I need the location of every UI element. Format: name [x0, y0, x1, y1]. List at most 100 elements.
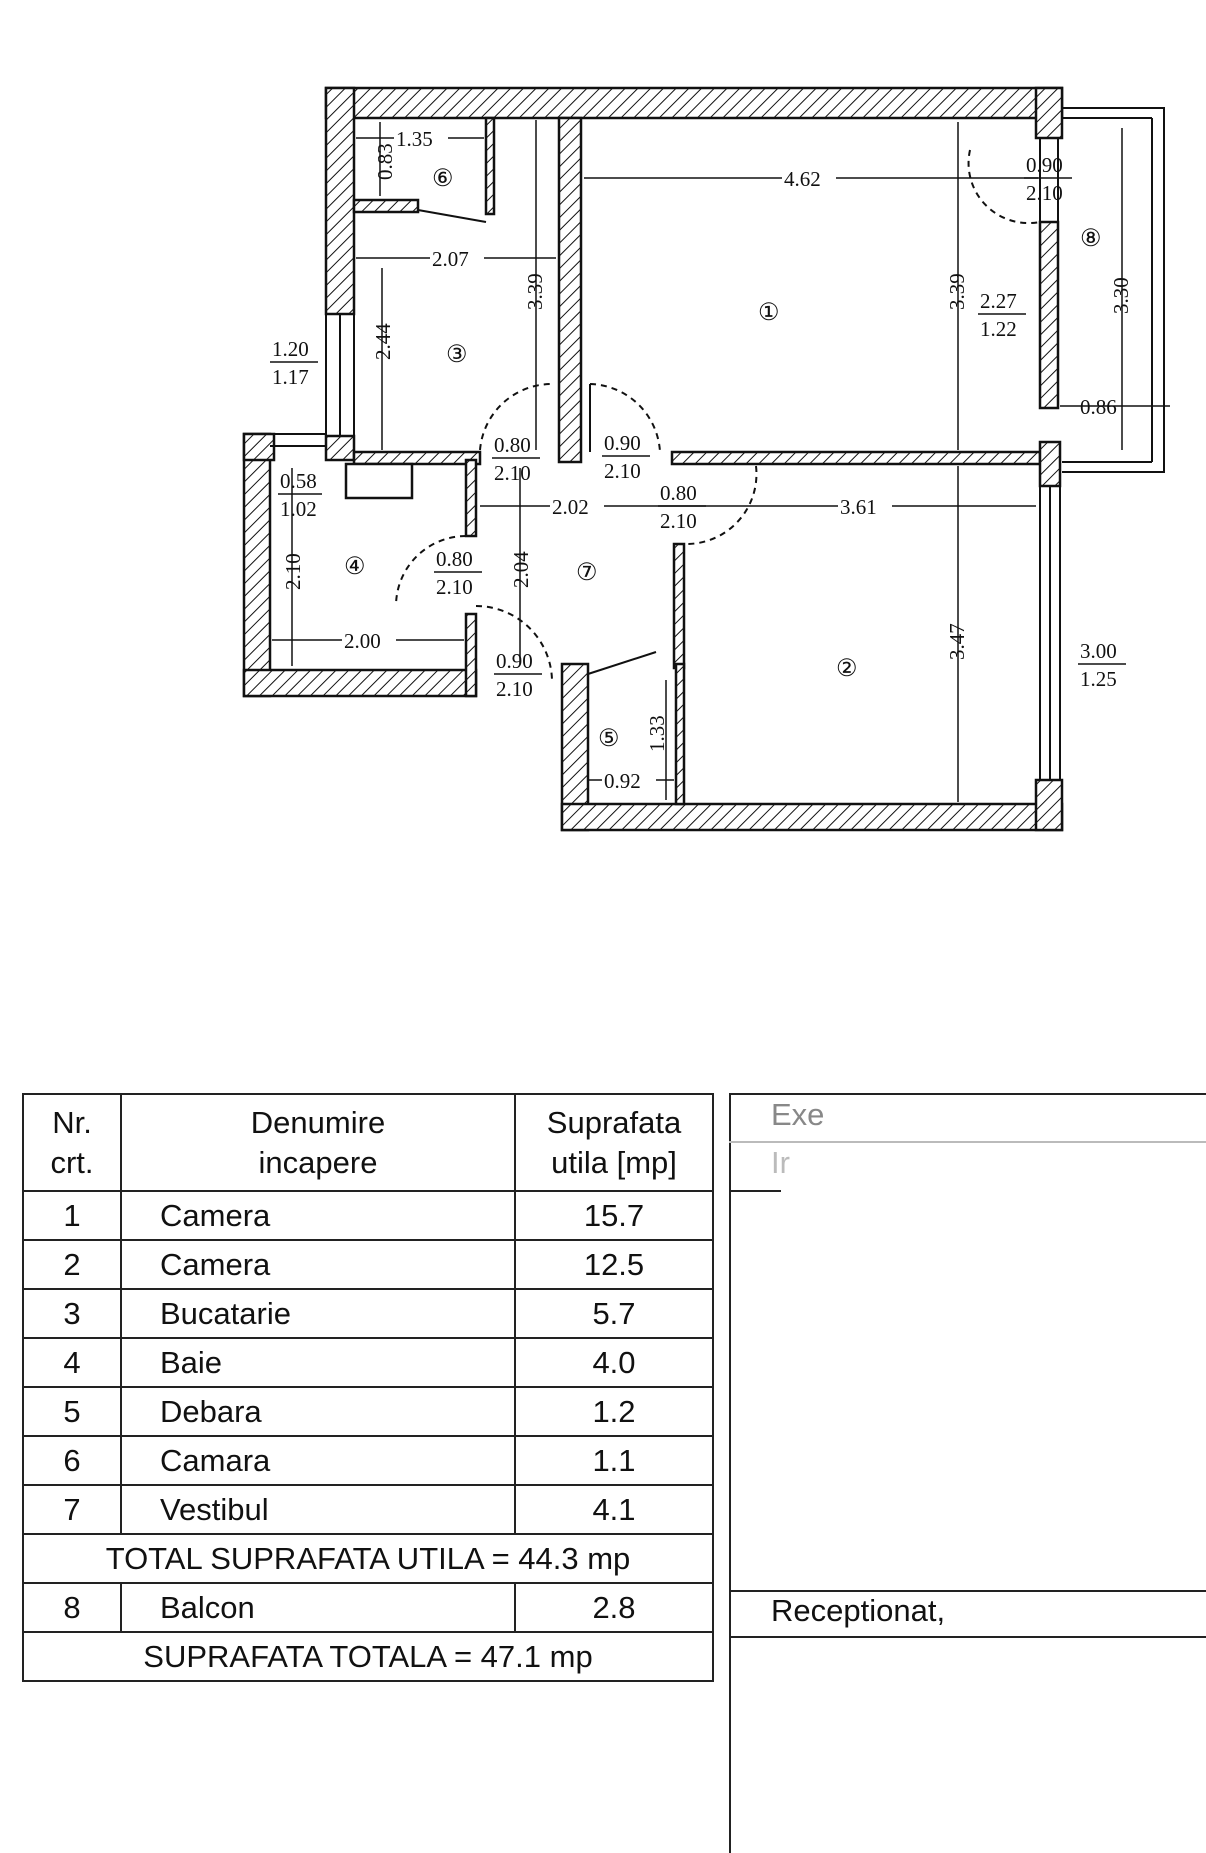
row-nr: 7 — [22, 1484, 122, 1535]
opening-sizes: 0.90 2.10 2.27 1.22 1.20 1.17 0.58 1.02 … — [270, 153, 1126, 701]
received-label: Receptionat, — [771, 1593, 946, 1628]
svg-text:2.10: 2.10 — [660, 509, 697, 533]
dim-3-30: 3.30 — [1109, 277, 1133, 314]
panel-divider-2 — [729, 1190, 781, 1192]
table-row: 4 Baie 4.0 — [22, 1337, 714, 1388]
svg-text:2.10: 2.10 — [436, 575, 473, 599]
room-number-1: ① — [758, 300, 780, 326]
dim-2-07: 2.07 — [432, 247, 469, 271]
room-number-2: ② — [836, 656, 858, 682]
table-header-row: Nr. crt. Denumire incapere Suprafata uti… — [22, 1093, 714, 1192]
dim-3-39-kitchen: 3.39 — [523, 273, 547, 310]
room-number-8: ⑧ — [1080, 226, 1102, 252]
row-name: Vestibul — [120, 1484, 516, 1535]
table-row: 5 Debara 1.2 — [22, 1386, 714, 1437]
row-name: Camara — [120, 1435, 516, 1486]
svg-text:0.58: 0.58 — [280, 469, 317, 493]
dim-2-04: 2.04 — [509, 551, 533, 588]
header-name: Denumire incapere — [120, 1093, 516, 1192]
table-row: 1 Camera 15.7 — [22, 1190, 714, 1241]
header-area: Suprafata utila [mp] — [514, 1093, 714, 1192]
header-nr: Nr. crt. — [22, 1093, 122, 1192]
row-area: 1.1 — [514, 1435, 714, 1486]
svg-text:1.17: 1.17 — [272, 365, 309, 389]
dim-3-47: 3.47 — [945, 623, 969, 660]
fraction-kitchen-window: 1.20 1.17 — [270, 337, 318, 389]
svg-text:2.10: 2.10 — [1026, 181, 1063, 205]
svg-text:2.10: 2.10 — [494, 461, 531, 485]
panel-divider-4 — [729, 1636, 1206, 1638]
row-name: Bucatarie — [120, 1288, 516, 1339]
table-row: 6 Camara 1.1 — [22, 1435, 714, 1486]
table-row: 8 Balcon 2.8 — [22, 1582, 714, 1633]
svg-text:1.25: 1.25 — [1080, 667, 1117, 691]
room-number-5: ⑤ — [598, 726, 620, 752]
doors — [395, 149, 1041, 681]
svg-text:0.80: 0.80 — [494, 433, 531, 457]
row-area: 1.2 — [514, 1386, 714, 1437]
fraction-bath-window: 0.58 1.02 — [278, 469, 322, 521]
fraction-room1-window: 2.27 1.22 — [978, 289, 1026, 341]
floor-plan: 1.35 0.83 2.07 3.39 2.44 4.62 3.39 3.30 … — [242, 86, 1170, 832]
dim-0-83: 0.83 — [373, 143, 397, 180]
svg-text:0.80: 0.80 — [660, 481, 697, 505]
svg-text:3.00: 3.00 — [1080, 639, 1117, 663]
row-nr: 8 — [22, 1582, 122, 1633]
dim-1-35: 1.35 — [396, 127, 433, 151]
room-numbers: ① ② ③ ④ ⑤ ⑥ ⑦ ⑧ — [344, 166, 1102, 752]
row-area: 2.8 — [514, 1582, 714, 1633]
panel-faded-text-1: Exe — [771, 1097, 825, 1132]
svg-text:0.90: 0.90 — [604, 431, 641, 455]
dim-4-62: 4.62 — [784, 167, 821, 191]
row-name: Baie — [120, 1337, 516, 1388]
dimension-labels: 1.35 0.83 2.07 3.39 2.44 4.62 3.39 3.30 … — [281, 126, 1133, 793]
balcony-outline — [1062, 107, 1165, 473]
room-number-4: ④ — [344, 554, 366, 580]
row-name: Camera — [120, 1190, 516, 1241]
svg-text:0.80: 0.80 — [436, 547, 473, 571]
row-nr: 3 — [22, 1288, 122, 1339]
svg-text:1.22: 1.22 — [980, 317, 1017, 341]
room-number-6: ⑥ — [432, 166, 454, 192]
row-area: 5.7 — [514, 1288, 714, 1339]
row-area: 12.5 — [514, 1239, 714, 1290]
fraction-room2-window: 3.00 1.25 — [1078, 639, 1126, 691]
table-row: 7 Vestibul 4.1 — [22, 1484, 714, 1535]
panel-faded-text-2: Ir — [771, 1145, 790, 1180]
row-name: Balcon — [120, 1582, 516, 1633]
area-table-wrapper: Nr. crt. Denumire incapere Suprafata uti… — [22, 1093, 714, 1682]
room-number-7: ⑦ — [576, 560, 598, 586]
row-nr: 6 — [22, 1435, 122, 1486]
row-nr: 4 — [22, 1337, 122, 1388]
dim-2-02: 2.02 — [552, 495, 589, 519]
table-row: 3 Bucatarie 5.7 — [22, 1288, 714, 1339]
svg-text:1.02: 1.02 — [280, 497, 317, 521]
panel-border-top — [729, 1093, 1206, 1095]
panel-divider-3 — [729, 1590, 1206, 1592]
svg-text:2.10: 2.10 — [496, 677, 533, 701]
fraction-balcony-door: 0.90 2.10 — [1024, 153, 1072, 205]
dim-1-33: 1.33 — [645, 715, 669, 752]
row-nr: 2 — [22, 1239, 122, 1290]
row-name: Debara — [120, 1386, 516, 1437]
total-useful-area: TOTAL SUPRAFATA UTILA = 44.3 mp — [22, 1533, 714, 1584]
total-useful-row: TOTAL SUPRAFATA UTILA = 44.3 mp — [22, 1533, 714, 1584]
row-area: 4.1 — [514, 1484, 714, 1535]
svg-text:0.90: 0.90 — [496, 649, 533, 673]
svg-text:2.27: 2.27 — [980, 289, 1017, 313]
panel-border-left — [729, 1093, 731, 1853]
windows — [270, 137, 1061, 780]
row-nr: 1 — [22, 1190, 122, 1241]
area-table: Nr. crt. Denumire incapere Suprafata uti… — [22, 1093, 714, 1682]
room-number-3: ③ — [446, 342, 468, 368]
signature-panel: Exe Ir Receptionat, — [729, 1093, 1206, 1853]
fraction-entry-door: 0.90 2.10 — [494, 649, 542, 701]
row-name: Camera — [120, 1239, 516, 1290]
svg-text:0.90: 0.90 — [1026, 153, 1063, 177]
dim-2-44: 2.44 — [371, 323, 395, 360]
panel-divider-1 — [729, 1141, 1206, 1143]
dim-0-86: 0.86 — [1080, 395, 1117, 419]
total-area: SUPRAFATA TOTALA = 47.1 mp — [22, 1631, 714, 1682]
walls — [242, 86, 1064, 832]
fraction-kitchen-door: 0.80 2.10 — [492, 433, 540, 485]
